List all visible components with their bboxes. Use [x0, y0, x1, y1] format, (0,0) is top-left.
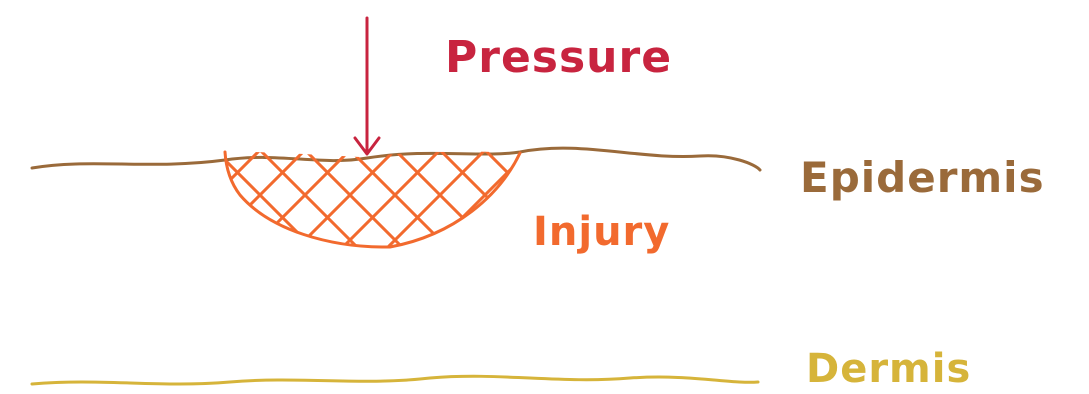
epidermis-label: Epidermis — [800, 153, 1045, 202]
dermis-line — [32, 376, 758, 384]
pressure-arrow — [355, 18, 379, 154]
pressure-label: Pressure — [445, 32, 672, 83]
injury-outline — [225, 152, 520, 247]
epidermis-line — [32, 148, 760, 170]
dermis-label: Dermis — [806, 346, 971, 392]
injury-label: Injury — [533, 209, 670, 255]
